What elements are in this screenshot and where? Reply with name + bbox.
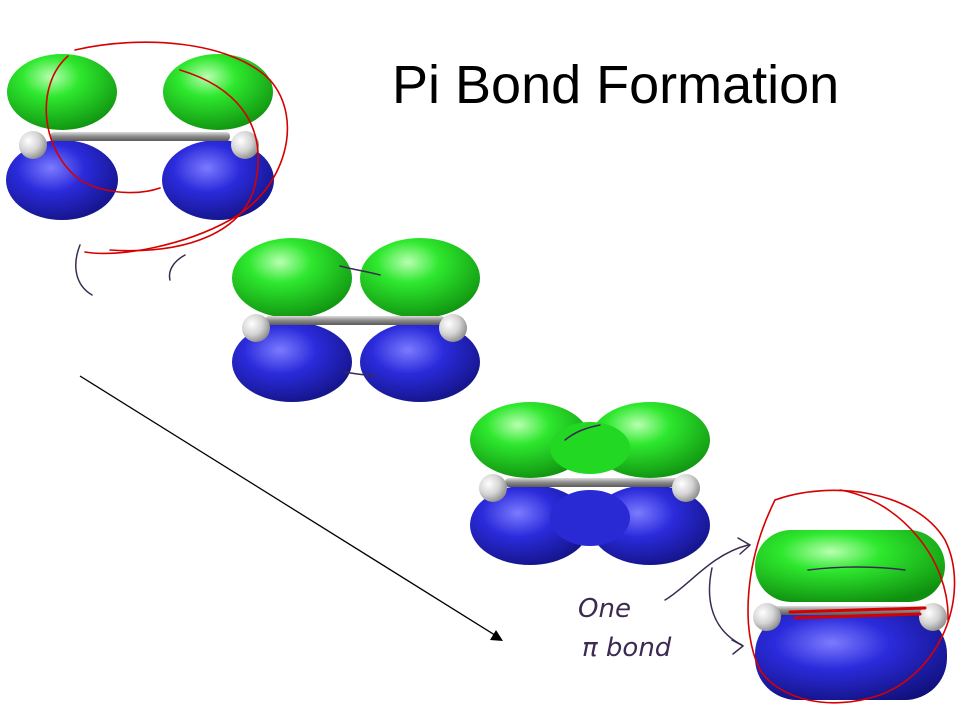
- lobe-bottom-right: [360, 322, 480, 402]
- annotation-pi-bond: π bond: [582, 633, 672, 663]
- red-circle-stage-4: [747, 489, 956, 704]
- hydrogen-atom: [242, 314, 270, 342]
- lobe-top-left: [7, 54, 117, 130]
- pi-lobe-bottom: [755, 612, 947, 700]
- hydrogen-atom: [672, 474, 700, 502]
- slide-title: Pi Bond Formation: [392, 55, 840, 115]
- carbon-bond: [505, 478, 680, 487]
- lobe-bottom-merge: [550, 490, 630, 546]
- hydrogen-atom: [19, 131, 47, 159]
- hydrogen-atom: [231, 131, 259, 159]
- stage-1-separated: [6, 54, 274, 220]
- red-arc-stage-4: [839, 489, 949, 621]
- red-circle-stage-1: [74, 41, 289, 255]
- annotation-one: One: [578, 594, 631, 624]
- red-ink-annotations: [45, 41, 956, 704]
- hydrogen-atom: [919, 603, 947, 631]
- hydrogen-atom: [753, 603, 781, 631]
- dark-ink-marks: [75, 244, 906, 655]
- hydrogen-atom: [439, 314, 467, 342]
- red-arc-stage-1: [109, 69, 259, 252]
- lobe-top-right: [360, 238, 480, 318]
- pointer-arrow-bottom: [708, 567, 743, 646]
- lobe-top-left: [232, 238, 352, 318]
- pi-lobe-top: [755, 530, 945, 602]
- lobe-bottom-left: [6, 140, 118, 220]
- carbon-bond: [265, 316, 445, 325]
- hydrogen-atom: [479, 474, 507, 502]
- lobe-bottom-right: [162, 140, 274, 220]
- red-emphasis-stage-4: [788, 606, 927, 620]
- progression-arrow: [79, 375, 503, 641]
- pointer-arrow-top: [664, 544, 749, 601]
- stage-3-overlapping: [470, 402, 710, 565]
- lobe-bottom-left: [232, 322, 352, 402]
- lobe-top-right: [163, 54, 273, 130]
- stage-4-pi-bond: [753, 530, 947, 700]
- red-loop-stage-1: [45, 55, 161, 194]
- lobe-top-merge: [550, 422, 630, 474]
- stage-2-approaching: [232, 238, 480, 402]
- carbon-bond: [50, 132, 230, 141]
